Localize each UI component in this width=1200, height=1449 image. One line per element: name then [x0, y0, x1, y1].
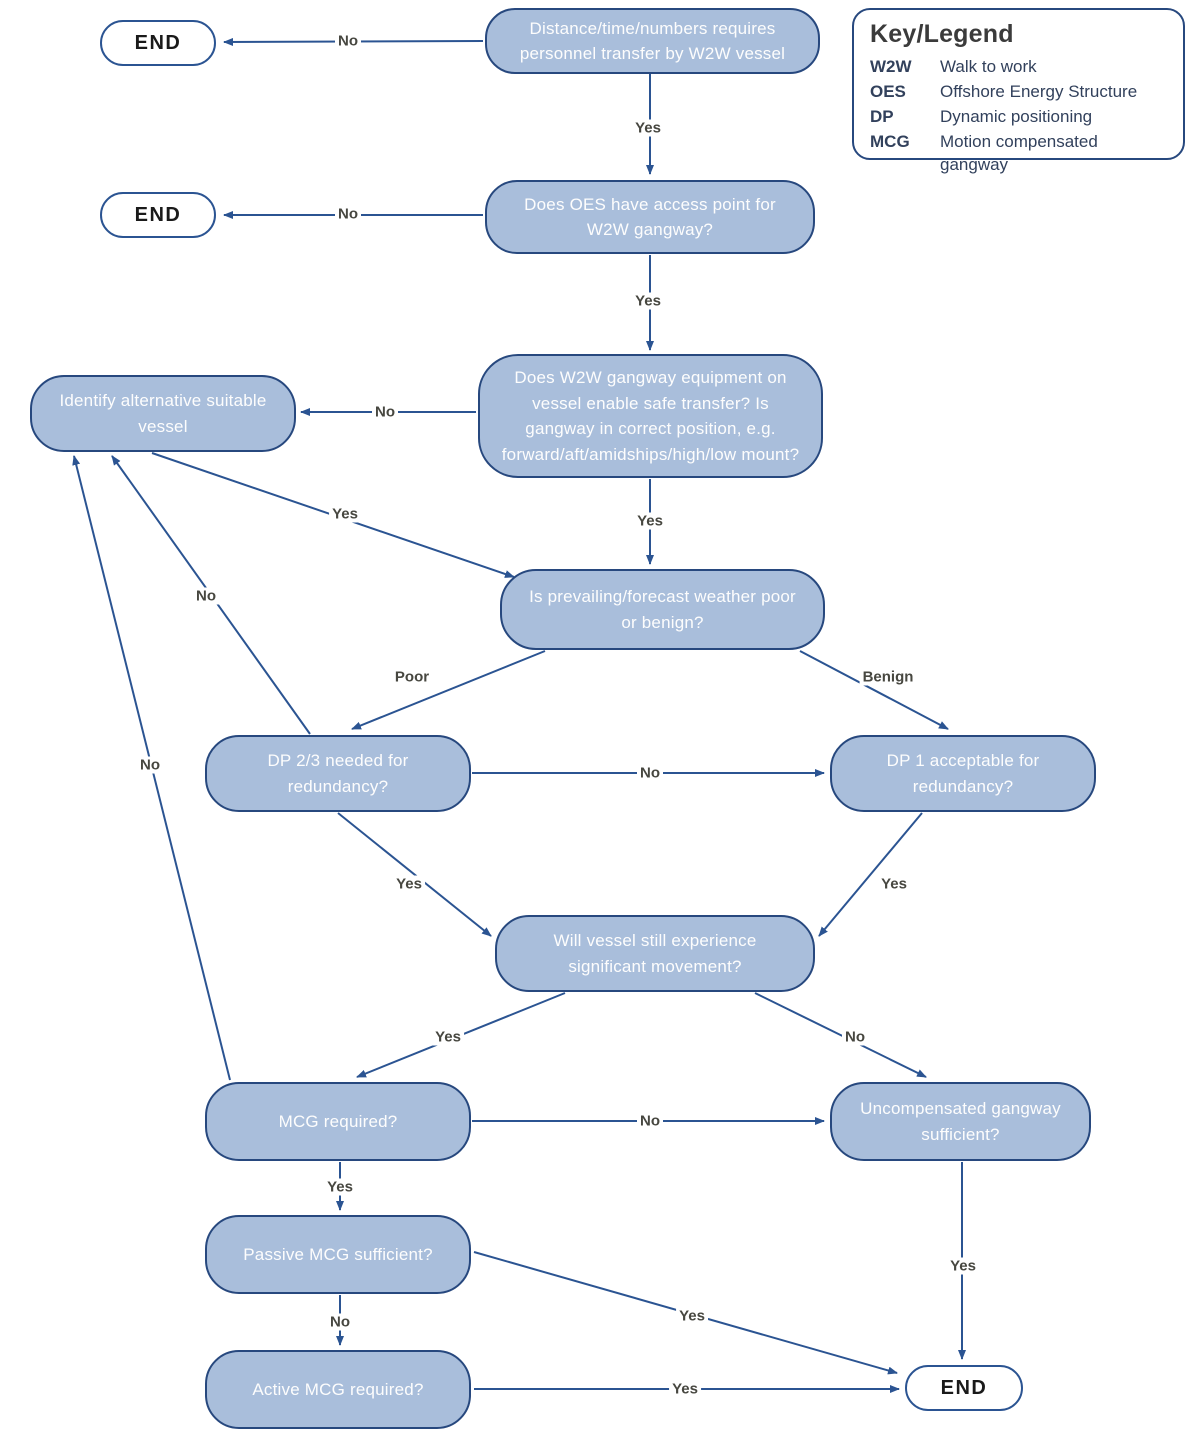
- edge-label-q1-end1: No: [335, 32, 361, 50]
- edge-label-passive-end3: Yes: [676, 1307, 708, 1325]
- legend-abbr-oes: OES: [870, 81, 906, 101]
- edge-label-q3-identify: No: [372, 403, 398, 421]
- edge-label-mcgreq-uncomp: No: [637, 1112, 663, 1130]
- edge-label-uncomp-end3: Yes: [947, 1257, 979, 1275]
- node-label: Uncompensated gangway sufficient?: [860, 1099, 1061, 1144]
- legend-title: Key/Legend: [870, 20, 1014, 48]
- edge-willmove-uncomp: [754, 992, 927, 1078]
- edge-label-identify-weather: Yes: [329, 505, 361, 523]
- edge-label-q2-end2: No: [335, 205, 361, 223]
- edge-dp1-willmove: [818, 812, 923, 937]
- edge-label-dp1-willmove: Yes: [878, 875, 910, 893]
- node-label: Does OES have access point for W2W gangw…: [524, 194, 776, 240]
- node-dp1-acceptable: DP 1 acceptable for redundancy?: [830, 735, 1096, 812]
- legend-abbr-mcg: MCG: [870, 131, 910, 151]
- node-end-1: END: [100, 20, 216, 66]
- edge-label-active-end3: Yes: [669, 1380, 701, 1398]
- legend-def-w2w: Walk to work: [940, 57, 1037, 76]
- node-label: Is prevailing/forecast weather poor or b…: [529, 587, 796, 632]
- legend-abbr-w2w: W2W: [870, 57, 912, 76]
- edge-label-dp23-dp1: No: [637, 764, 663, 782]
- node-passive-mcg-sufficient: Passive MCG sufficient?: [205, 1215, 471, 1294]
- node-label: DP 2/3 needed for redundancy?: [267, 751, 409, 796]
- node-label: DP 1 acceptable for redundancy?: [886, 751, 1040, 796]
- node-end-3: END: [905, 1365, 1023, 1411]
- edge-label-weather-dp23: Poor: [391, 668, 433, 686]
- node-weather-poor-or-benign: Is prevailing/forecast weather poor or b…: [500, 569, 825, 650]
- node-label: END: [940, 1376, 988, 1399]
- node-label: Passive MCG sufficient?: [243, 1244, 433, 1264]
- node-end-2: END: [100, 192, 216, 238]
- node-label: MCG required?: [278, 1111, 398, 1131]
- node-label: END: [134, 31, 182, 54]
- node-dp23-needed: DP 2/3 needed for redundancy?: [205, 735, 471, 812]
- edge-dp23-willmove: [337, 812, 492, 937]
- node-label: Identify alternative suitable vessel: [59, 391, 267, 436]
- legend-box: Key/Legend W2W Walk to work OES Offshore…: [852, 8, 1185, 174]
- edge-label-q3-weather: Yes: [634, 512, 666, 530]
- legend-def-oes: Offshore Energy Structure: [940, 81, 1138, 101]
- edge-label-dp23-willmove: Yes: [393, 875, 425, 893]
- node-label: Distance/time/numbers requires personnel…: [519, 18, 786, 64]
- node-label: Will vessel still experience significant…: [553, 931, 757, 976]
- edge-label-dp23-identify: No: [193, 587, 219, 605]
- node-active-mcg-required: Active MCG required?: [205, 1350, 471, 1429]
- node-oes-access-point: Does OES have access point for W2W gangw…: [485, 180, 815, 254]
- node-distance-time-numbers: Distance/time/numbers requires personnel…: [485, 8, 820, 74]
- node-uncompensated-gangway: Uncompensated gangway sufficient?: [830, 1082, 1091, 1161]
- edge-label-mcgreq-identify: No: [137, 756, 163, 774]
- legend-entries: W2W Walk to work OES Offshore Energy Str…: [870, 56, 1167, 177]
- edge-label-willmove-mcgreq: Yes: [432, 1028, 464, 1046]
- node-label: Active MCG required?: [252, 1379, 424, 1399]
- edge-weather-dp23: [351, 650, 546, 730]
- edge-label-weather-dp1: Benign: [859, 668, 917, 686]
- edge-weather-dp1: [799, 650, 949, 730]
- node-gangway-equipment-safe-transfer: Does W2W gangway equipment on vessel ena…: [478, 354, 823, 478]
- legend-def-dp: Dynamic positioning: [940, 106, 1093, 126]
- node-label: END: [134, 203, 182, 226]
- node-label: Does W2W gangway equipment on vessel ena…: [501, 368, 800, 464]
- node-mcg-required: MCG required?: [205, 1082, 471, 1161]
- legend-def-mcg: Motion compensated gangway: [940, 131, 1098, 174]
- edge-label-mcgreq-passive: Yes: [324, 1178, 356, 1196]
- node-identify-alternative-vessel: Identify alternative suitable vessel: [30, 375, 296, 452]
- edge-label-q1-q2: Yes: [632, 119, 664, 137]
- edge-label-q2-q3: Yes: [632, 292, 664, 310]
- edge-label-willmove-uncomp: No: [842, 1028, 868, 1046]
- node-vessel-significant-movement: Will vessel still experience significant…: [495, 915, 815, 992]
- legend-abbr-dp: DP: [870, 106, 894, 126]
- edge-label-passive-active: No: [327, 1313, 353, 1331]
